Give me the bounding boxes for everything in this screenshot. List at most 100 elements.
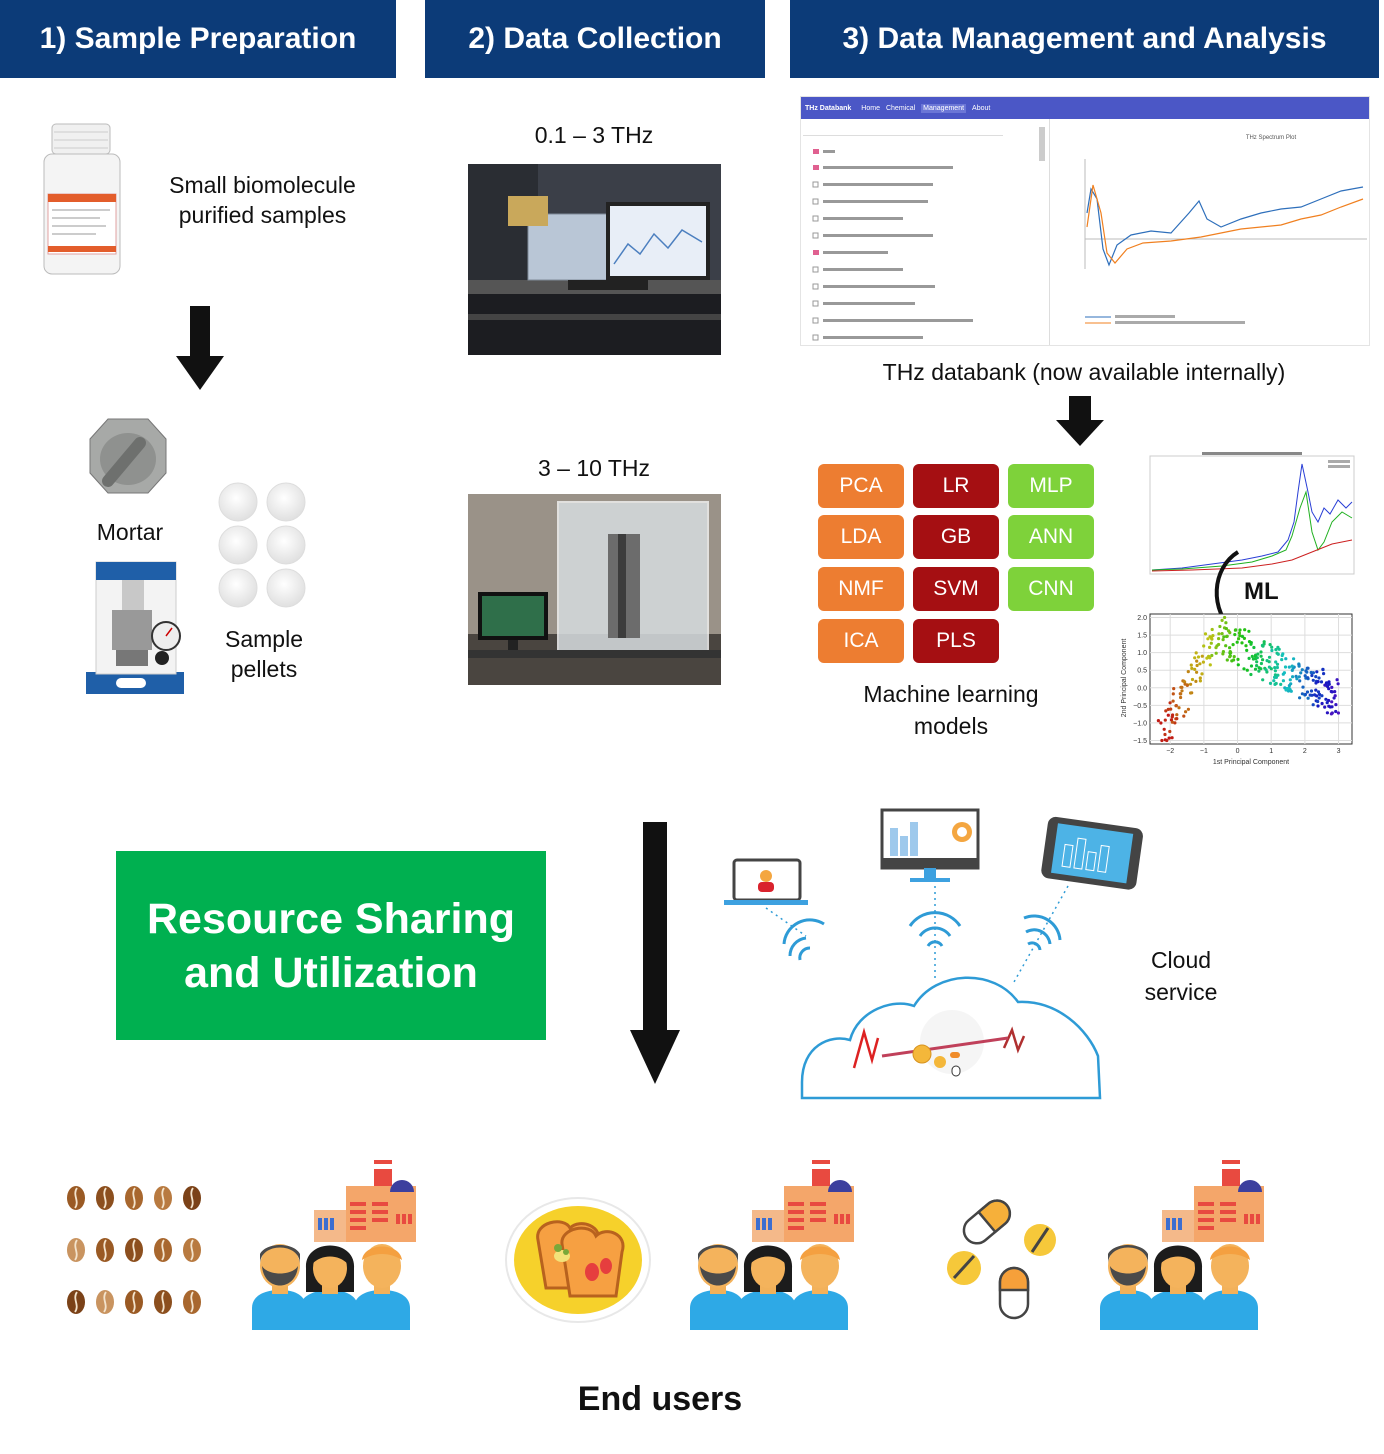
coffee-bean-icon	[154, 1290, 172, 1314]
pca-point	[1320, 694, 1324, 698]
databank-list	[803, 125, 1045, 343]
coffee-bean-icon	[183, 1238, 201, 1262]
pca-point	[1251, 657, 1255, 661]
pca-point	[1276, 652, 1280, 656]
ml-models-label-line2: models	[913, 713, 989, 739]
laptop-icon	[724, 858, 808, 905]
pca-point	[1245, 648, 1249, 652]
pca-point	[1273, 666, 1277, 670]
pca-point	[1160, 738, 1164, 743]
nav-management[interactable]: Management	[921, 103, 967, 113]
devices-wifi-illustration	[724, 808, 1143, 983]
pca-point	[1220, 632, 1224, 636]
pca-point	[1303, 674, 1307, 678]
pca-point	[1261, 644, 1265, 648]
pca-point	[1240, 641, 1244, 645]
pca-point	[1232, 655, 1236, 659]
pca-point	[1274, 681, 1278, 686]
pca-point	[1200, 672, 1204, 676]
resource-sharing-line1: Resource Sharing	[147, 894, 515, 943]
range-1-label: 0.1 – 3 THz	[534, 122, 654, 148]
pca-point	[1223, 615, 1227, 620]
coffee-bean-icon	[67, 1238, 85, 1262]
nav-home[interactable]: Home	[861, 104, 880, 112]
pca-point	[1232, 658, 1236, 662]
ml-spectra-chart	[1149, 452, 1355, 575]
pca-point	[1289, 682, 1293, 686]
pca-point	[1269, 667, 1273, 671]
pca-point	[1166, 707, 1170, 711]
pca-point	[1323, 705, 1327, 709]
sample-pellets-icon	[218, 482, 306, 608]
ml-model-ica: ICA	[818, 619, 904, 663]
pca-point	[1252, 645, 1256, 650]
pca-point	[1310, 673, 1314, 678]
pca-point	[1238, 628, 1242, 632]
pca-point	[1261, 658, 1265, 662]
ml-model-lr: LR	[913, 464, 999, 508]
pca-point	[1319, 680, 1324, 684]
pca-x-tick: 0	[1236, 748, 1240, 755]
pca-point	[1249, 664, 1254, 668]
users-factory-group-1	[252, 1160, 416, 1330]
pca-point	[1217, 637, 1221, 641]
ml-model-nmf: NMF	[818, 567, 904, 611]
pca-point	[1311, 703, 1315, 707]
pca-point	[1169, 707, 1173, 711]
pca-x-tick: 3	[1337, 748, 1341, 755]
pca-x-axis-label: 1st Principal Component	[1213, 759, 1289, 766]
pca-point	[1272, 679, 1276, 683]
pca-point	[1244, 644, 1248, 648]
pca-point	[1253, 667, 1258, 671]
pca-point	[1193, 656, 1197, 660]
pca-point	[1210, 627, 1214, 632]
pca-point	[1268, 681, 1273, 685]
pca-point	[1316, 680, 1320, 684]
pca-point	[1315, 670, 1319, 674]
nav-chemical[interactable]: Chemical	[885, 104, 916, 112]
databank-plot-title: THz Spectrum Plot	[1245, 135, 1297, 141]
pca-point	[1224, 621, 1228, 625]
pca-x-tick: −1	[1200, 748, 1208, 755]
pca-point	[1170, 736, 1174, 740]
pca-point	[1256, 652, 1260, 656]
databank-spectrum-plot	[1084, 159, 1367, 324]
databank-navbar: THz Databank Home Chemical Management Ab…	[801, 97, 1369, 119]
pca-point	[1159, 721, 1163, 725]
pca-point	[1268, 643, 1272, 647]
pca-point	[1228, 646, 1232, 650]
pca-point	[1316, 690, 1321, 694]
pca-point	[1291, 675, 1295, 679]
pca-point	[1306, 696, 1310, 700]
coffee-bean-icon	[96, 1290, 114, 1314]
pca-point	[1196, 655, 1201, 659]
pca-point	[1333, 694, 1337, 698]
pca-point	[1201, 660, 1205, 664]
pca-y-tick: −1.5	[1133, 738, 1147, 745]
pca-point	[1202, 644, 1206, 648]
pca-point	[1233, 628, 1237, 632]
pca-point	[1274, 660, 1278, 664]
pca-point	[1336, 682, 1340, 686]
ml-models-label-line1: Machine learning	[863, 681, 1039, 707]
pca-point	[1250, 654, 1254, 658]
pca-point	[1171, 713, 1175, 717]
pca-point	[1257, 669, 1261, 673]
pca-point	[1208, 663, 1212, 667]
nav-about[interactable]: About	[972, 104, 991, 112]
pca-point	[1290, 668, 1294, 672]
pca-point	[1311, 671, 1315, 675]
pca-point	[1222, 635, 1226, 639]
pca-point	[1297, 675, 1301, 679]
arrow-down-icon	[630, 822, 680, 1084]
pca-point	[1283, 665, 1288, 669]
pca-point	[1281, 672, 1285, 676]
thz-system-photo	[468, 494, 721, 685]
pca-point	[1317, 696, 1321, 700]
databank-app-title: THz Databank	[805, 104, 852, 112]
pca-point	[1270, 648, 1274, 653]
pca-point	[1276, 645, 1280, 649]
pca-point	[1308, 693, 1312, 697]
pca-point	[1220, 618, 1224, 622]
pca-point	[1259, 661, 1263, 666]
